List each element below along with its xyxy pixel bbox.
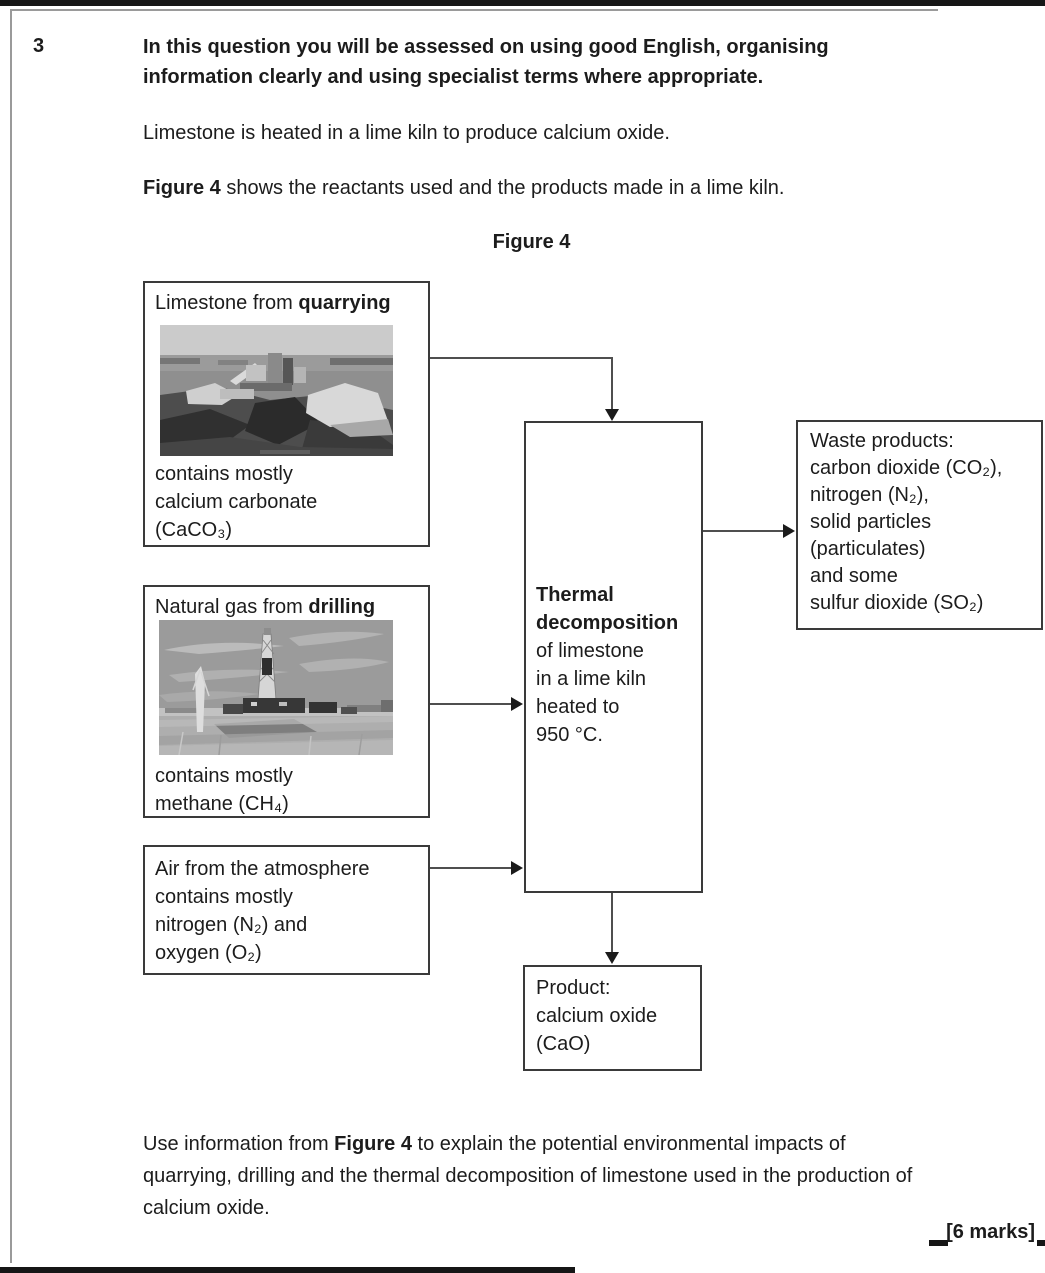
preamble-line-2: information clearly and using specialist… [143, 66, 764, 88]
thermal-decomposition-box: Thermal decomposition of limestone in a … [524, 421, 703, 893]
arrowhead-kiln-to-waste [783, 524, 795, 538]
quarry-box-title: Limestone from quarrying [155, 289, 391, 317]
task-paragraph: Use information from Figure 4 to explain… [143, 1128, 1038, 1224]
preamble-line-1: In this question you will be assessed on… [143, 36, 829, 58]
arrowhead-kiln-to-product [605, 952, 619, 964]
product-box-text: Product: calcium oxide (CaO) [536, 974, 657, 1058]
quarry-title-bold: quarrying [298, 292, 391, 314]
waste-line-1: Waste products: [810, 430, 954, 452]
question-number: 3 [33, 35, 45, 57]
waste-line-5: (particulates) [810, 538, 926, 560]
gas-box-caption: contains mostly methane (CH₄) [155, 762, 293, 818]
connector-product-vertical [611, 893, 613, 954]
product-line-3: (CaO) [536, 1033, 591, 1055]
waste-line-4: solid particles [810, 511, 932, 533]
waste-line-3: nitrogen (N₂), [810, 484, 929, 506]
intro-sentence: Limestone is heated in a lime kiln to pr… [143, 122, 670, 144]
scan-mark-1 [929, 1240, 948, 1246]
quarry-caption-line-3: (CaCO₃) [155, 519, 233, 541]
kiln-line-4: 950 °C. [536, 724, 603, 746]
arrowhead-air-to-kiln [511, 861, 523, 875]
arrowhead-gas-to-kiln [511, 697, 523, 711]
kiln-line-1: of limestone [536, 640, 644, 662]
task-line1-pre: Use information from [143, 1133, 335, 1155]
task-line-1: Use information from Figure 4 to explain… [143, 1128, 1038, 1160]
figure-title: Figure 4 [492, 231, 571, 253]
quarry-caption-line-1: contains mostly [155, 463, 293, 485]
page-border-left [10, 9, 12, 1263]
kiln-line-3: heated to [536, 696, 620, 718]
kiln-box-text: Thermal decomposition of limestone in a … [536, 581, 678, 749]
task-line1-post: to explain the potential environmental i… [411, 1133, 846, 1155]
waste-box-text: Waste products: carbon dioxide (CO₂), ni… [810, 428, 1002, 617]
connector-air-horizontal [430, 867, 513, 869]
natural-gas-drilling-box: Natural gas from drilling [143, 585, 430, 818]
kiln-line-bold-2: decomposition [536, 612, 679, 634]
product-line-1: Product: [536, 977, 611, 999]
task-line1-bold: Figure 4 [334, 1133, 412, 1155]
gas-title-bold: drilling [308, 596, 376, 618]
page-border-top [10, 9, 938, 11]
connector-waste-horizontal [703, 530, 785, 532]
air-atmosphere-box: Air from the atmosphere contains mostly … [143, 845, 430, 975]
air-line-4: oxygen (O₂) [155, 942, 262, 964]
waste-products-box: Waste products: carbon dioxide (CO₂), ni… [796, 420, 1043, 630]
air-box-text: Air from the atmosphere contains mostly … [155, 855, 370, 967]
quarry-box-caption: contains mostly calcium carbonate (CaCO₃… [155, 460, 317, 544]
air-line-3: nitrogen (N₂) and [155, 914, 308, 936]
task-line-2: quarrying, drilling and the thermal deco… [143, 1165, 913, 1187]
gas-caption-line-1: contains mostly [155, 765, 293, 787]
air-line-2: contains mostly [155, 886, 293, 908]
waste-line-7: sulfur dioxide (SO₂) [810, 592, 984, 614]
marks-label: [6 marks] [946, 1221, 1035, 1243]
gas-caption-line-2: methane (CH₄) [155, 793, 289, 815]
quarry-photo [160, 325, 393, 456]
waste-line-6: and some [810, 565, 898, 587]
connector-quarry-vertical [611, 357, 613, 411]
gas-title-pre: Natural gas from [155, 596, 309, 618]
scan-edge-bottom [0, 1267, 575, 1273]
gas-box-title: Natural gas from drilling [155, 593, 375, 621]
scan-mark-2 [1037, 1240, 1045, 1246]
limestone-quarrying-box: Limestone from quarrying [143, 281, 430, 547]
air-line-1: Air from the atmosphere [155, 858, 370, 880]
scan-edge-top [0, 0, 1045, 6]
product-line-2: calcium oxide [536, 1005, 658, 1027]
kiln-line-2: in a lime kiln [536, 668, 647, 690]
waste-line-2: carbon dioxide (CO₂), [810, 457, 1003, 479]
connector-gas-horizontal [430, 703, 513, 705]
task-line-3: calcium oxide. [143, 1197, 270, 1219]
assessment-preamble: In this question you will be assessed on… [143, 32, 963, 92]
arrowhead-quarry-to-kiln [605, 409, 619, 421]
kiln-line-bold-1: Thermal [536, 584, 614, 606]
product-box: Product: calcium oxide (CaO) [523, 965, 702, 1071]
figure-reference-bold: Figure 4 [143, 177, 221, 199]
quarry-title-pre: Limestone from [155, 292, 299, 314]
connector-quarry-horizontal [430, 357, 613, 359]
figure-reference: Figure 4 shows the reactants used and th… [143, 174, 784, 202]
quarry-caption-line-2: calcium carbonate [155, 491, 318, 513]
drilling-rig-photo [159, 620, 393, 755]
figure-reference-rest: shows the reactants used and the product… [220, 177, 785, 199]
